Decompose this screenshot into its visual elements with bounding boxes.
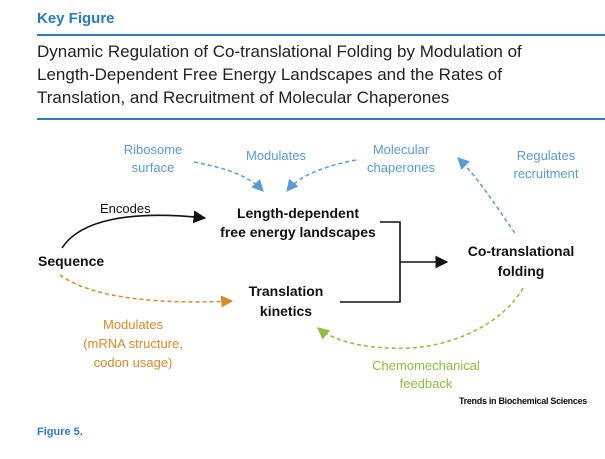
mrna-modulation-arrow bbox=[59, 274, 234, 308]
modulates-bottom-label-line-2: (mRNA structure, bbox=[83, 336, 183, 351]
landscapes-node-line-2: free energy landscapes bbox=[220, 224, 376, 240]
figure-title-line-1: Dynamic Regulation of Co-translational F… bbox=[37, 42, 522, 61]
regulates-recruitment-label-line-2: recruitment bbox=[513, 166, 578, 181]
chemomechanical-feedback-label-line-2: feedback bbox=[400, 376, 453, 391]
ribosome-surface-label-line-2: surface bbox=[132, 160, 175, 175]
modulates-bottom-label-line-3: codon usage) bbox=[94, 355, 173, 370]
kinetics-node-line-2: kinetics bbox=[260, 303, 312, 319]
chaperone-modulation-arrow bbox=[286, 159, 357, 192]
modulates-top-label: Modulates bbox=[246, 148, 306, 163]
journal-credit: Trends in Biochemical Sciences bbox=[458, 396, 587, 406]
molecular-chaperones-label-line-1: Molecular bbox=[373, 142, 430, 157]
figure-number-label: Figure 5. bbox=[37, 426, 83, 438]
encodes-arrow bbox=[61, 210, 207, 249]
top-divider bbox=[37, 34, 605, 36]
chemomechanical-feedback-arrow bbox=[317, 287, 524, 350]
chemomechanical-feedback-label-line-1: Chemomechanical bbox=[372, 358, 480, 373]
folding-node-line-1: Co-translational bbox=[468, 243, 575, 259]
kinetics-node-line-1: Translation bbox=[249, 283, 324, 299]
sequence-node: Sequence bbox=[38, 253, 104, 269]
figure-title-line-2: Length-Dependent Free Energy Landscapes … bbox=[37, 65, 502, 84]
key-figure-heading: Key Figure bbox=[37, 10, 115, 27]
title-divider bbox=[37, 118, 605, 120]
molecular-chaperones-label-line-2: chaperones bbox=[367, 160, 435, 175]
figure-title-line-3: Translation, and Recruitment of Molecula… bbox=[37, 88, 450, 107]
landscapes-node-line-1: Length-dependent bbox=[237, 205, 359, 221]
regulates-recruitment-label-line-1: Regulates bbox=[517, 148, 576, 163]
encodes-label: Encodes bbox=[100, 201, 151, 216]
figure-title: Dynamic Regulation of Co-translational F… bbox=[37, 40, 597, 109]
regulates-recruitment-arrow bbox=[457, 157, 516, 234]
ribosome-surface-arrow bbox=[193, 161, 264, 192]
ribosome-surface-label-line-1: Ribosome bbox=[124, 142, 183, 157]
modulates-bottom-label-line-1: Modulates bbox=[103, 317, 163, 332]
folding-node-line-2: folding bbox=[498, 263, 545, 279]
